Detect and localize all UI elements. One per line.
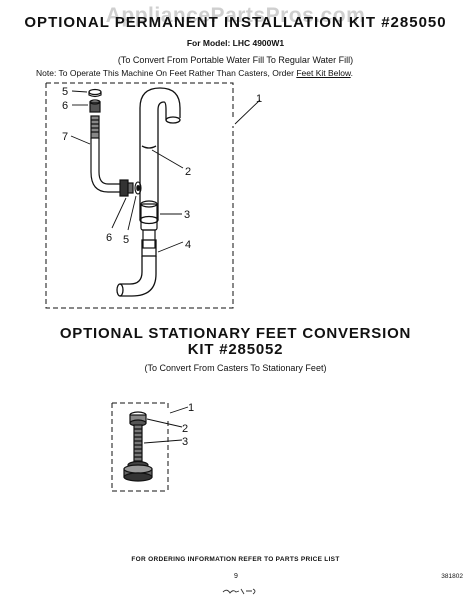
left-fitting-stack [88,88,134,197]
kit2-subtitle: (To Convert From Casters To Stationary F… [144,363,327,373]
note-link: Feet Kit Below [296,68,351,78]
kit2-callout-2: 2 [182,423,188,435]
kit1-note: Note: To Operate This Machine On Feet Ra… [36,68,466,78]
kit2-leader-lines [143,406,189,444]
callout-6-bottom: 6 [106,232,112,244]
kit2-diagram: 1 2 3 [111,402,194,492]
callout-6-top: 6 [62,100,68,112]
elbow-hose [116,239,157,297]
kit2-callout-1: 1 [188,402,194,414]
kit1-frame [45,82,234,309]
ordering-info: FOR ORDERING INFORMATION REFER TO PARTS … [131,556,340,563]
kit2-frame [111,402,169,492]
kit1-diagram: 1 2 3 4 5 6 7 6 5 [45,82,262,309]
kit1-title: OPTIONAL PERMANENT INSTALLATION KIT #285… [24,14,447,31]
foot-assembly [123,411,153,482]
coupling [140,200,158,249]
note-prefix: Note: To Operate This Machine On Feet Ra… [36,68,297,78]
callout-3: 3 [184,209,190,221]
kit2-title-line1: OPTIONAL STATIONARY FEET CONVERSION [59,325,412,342]
kit2-title-line2: KIT #285052 [187,341,284,358]
callout-2: 2 [185,166,191,178]
kit2-callout-3: 3 [182,436,188,448]
kit1-subtitle: (To Convert From Portable Water Fill To … [117,55,354,65]
lower-washers [134,181,142,195]
handwritten-mark [222,588,256,595]
callout-4: 4 [185,239,191,251]
note-suffix: . [350,68,354,78]
callout-5-top: 5 [62,86,68,98]
kit1-model: For Model: LHC 4900W1 [186,38,285,48]
kit1-leader-lines [70,90,261,253]
callout-1: 1 [256,93,262,105]
watermark: AppliancePartsPros.com [105,4,366,27]
callout-5-bottom: 5 [123,234,129,246]
standpipe-hose [139,87,181,225]
page-number: 9 [234,573,238,580]
document-number: 381802 [441,573,463,580]
callout-7: 7 [62,131,68,143]
kit2-title: OPTIONAL STATIONARY FEET CONVERSION KIT … [0,326,471,358]
